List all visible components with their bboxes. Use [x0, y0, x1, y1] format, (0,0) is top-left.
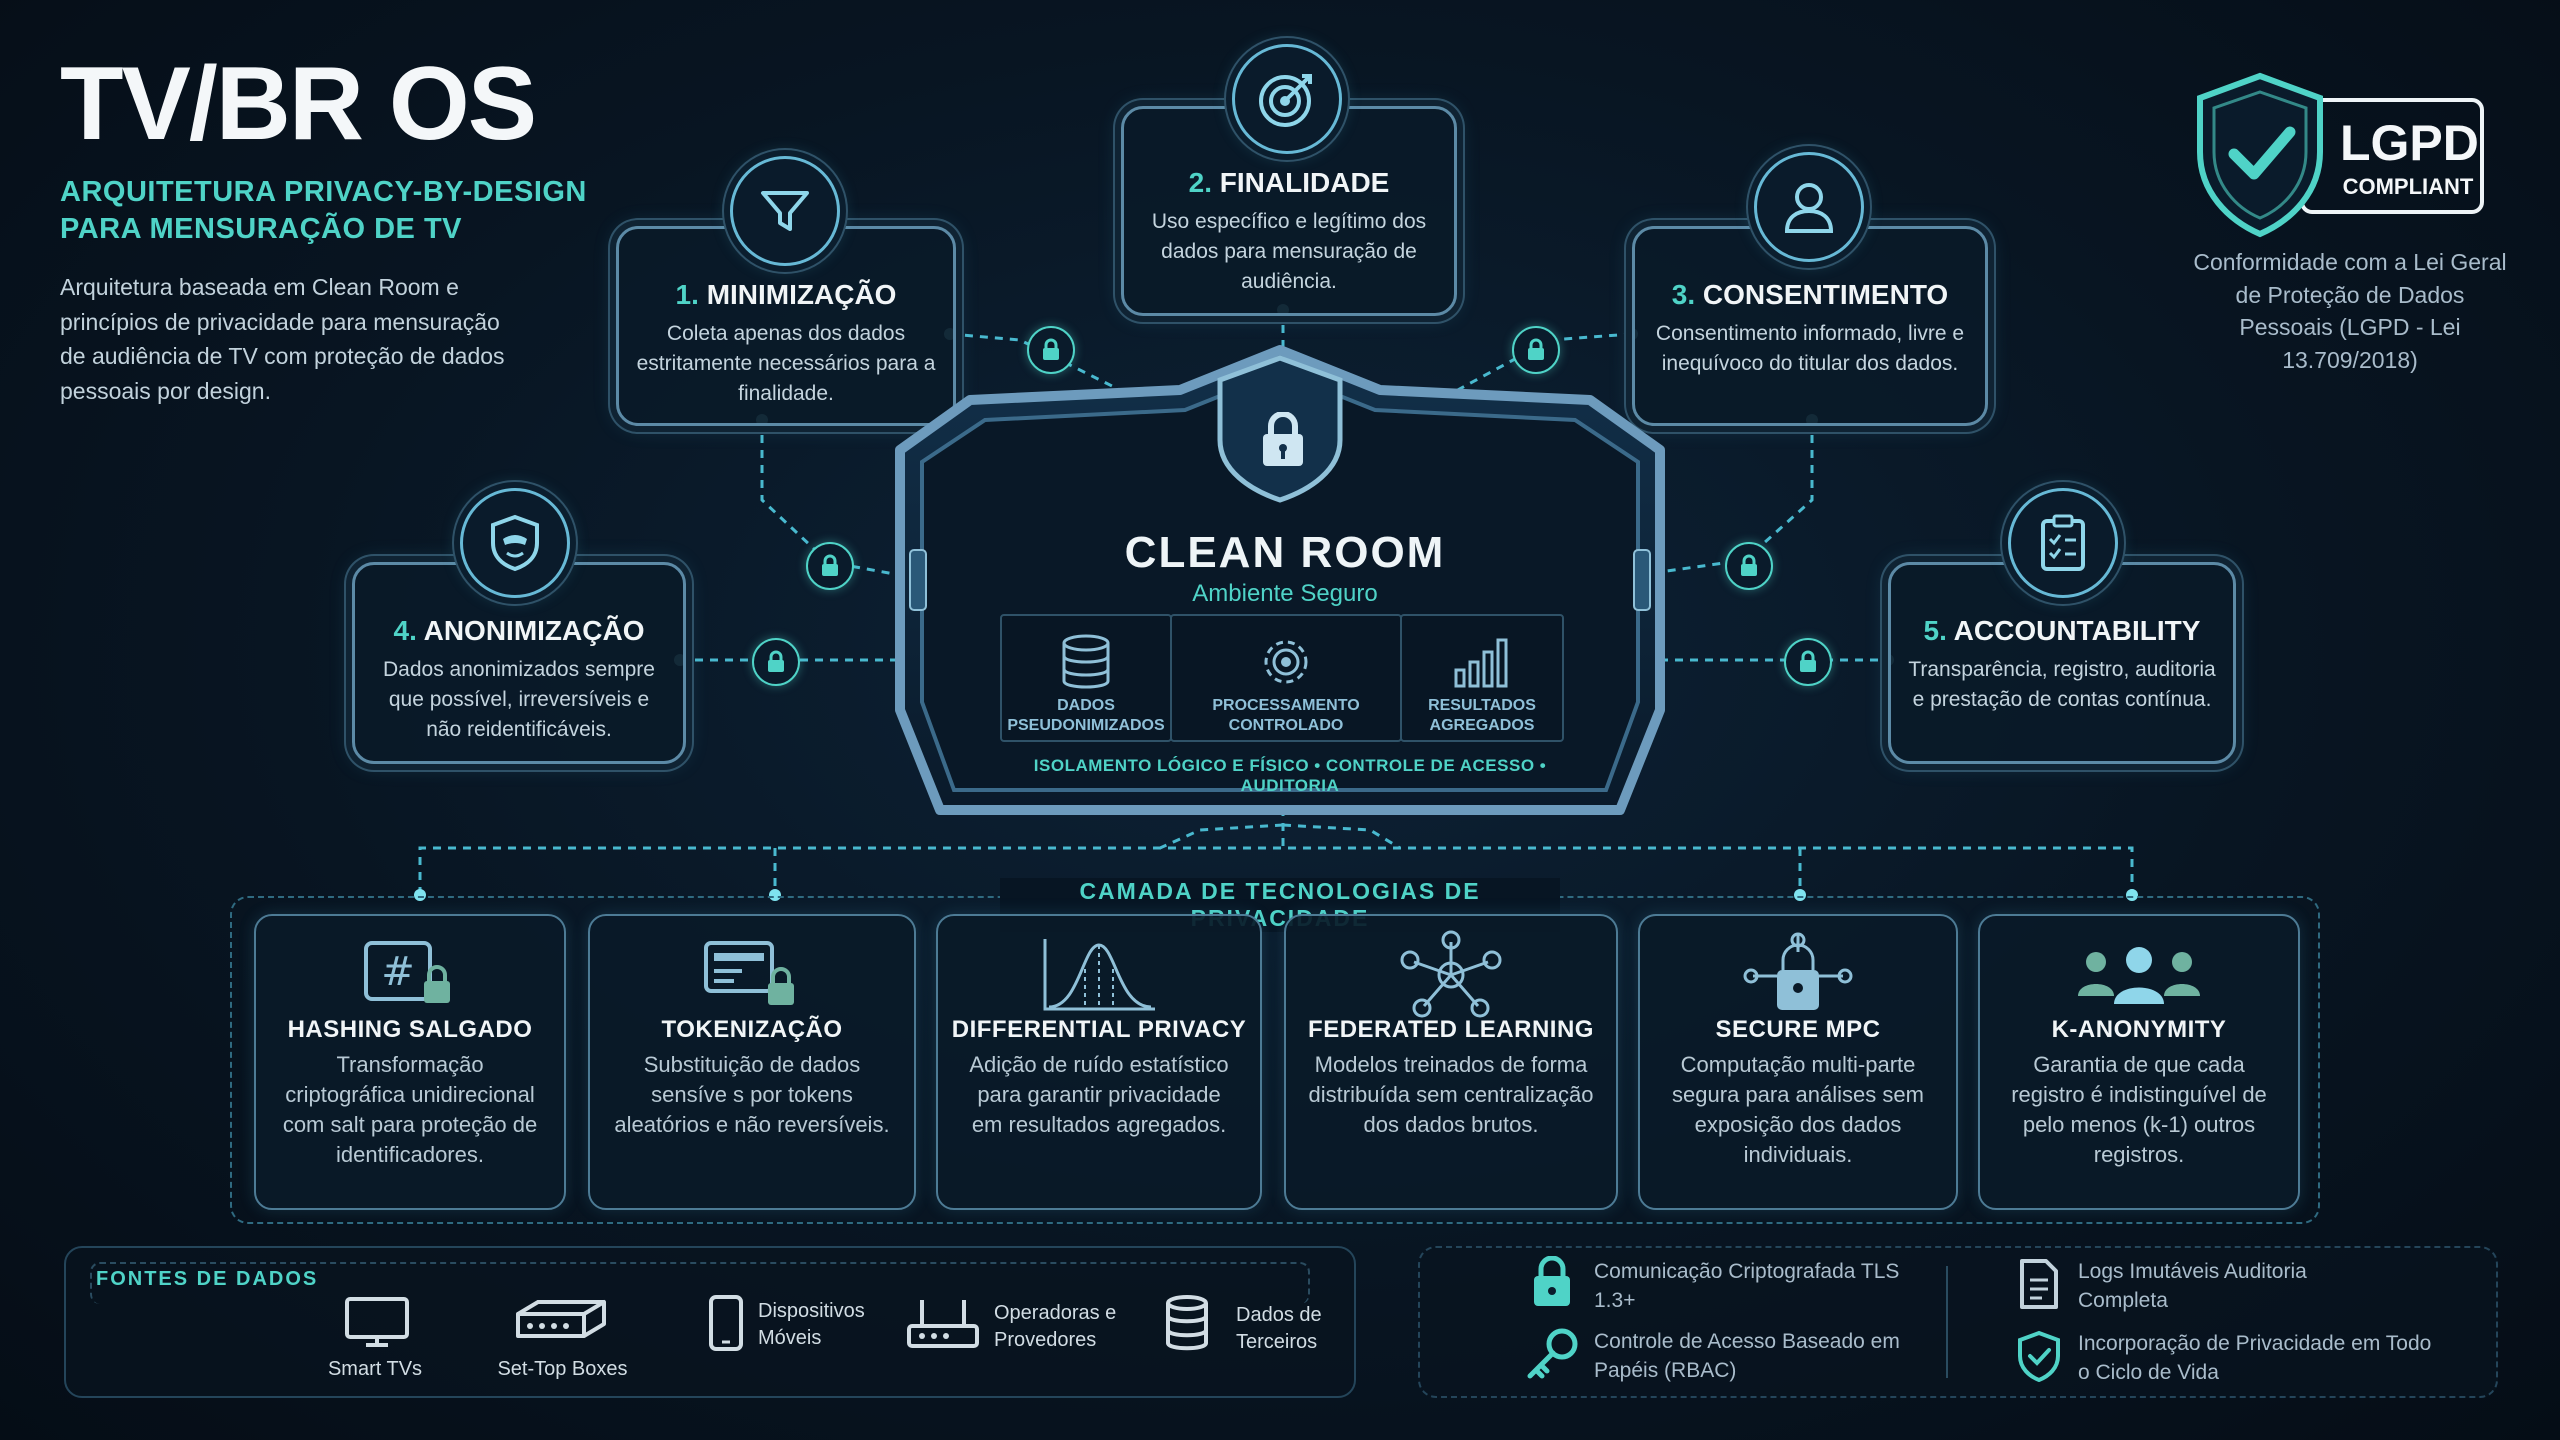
clean-room-cell-resultados: RESULTADOS AGREGADOS: [1400, 614, 1564, 742]
database-icon: [1166, 1295, 1208, 1351]
source-label: Dados de Terceiros: [1236, 1304, 1322, 1353]
tech-name: DIFFERENTIAL PRIVACY: [951, 1016, 1247, 1043]
lock-network-icon: [1743, 932, 1853, 1010]
tech-name: SECURE MPC: [1715, 1016, 1881, 1043]
principle-text: Consentimento informado, livre e inequív…: [1655, 322, 1965, 375]
router-icon: [907, 1300, 979, 1348]
principle-text: Dados anonimizados sempre que possível, …: [383, 658, 655, 741]
token-card-icon: [704, 941, 794, 1005]
masked-shield-icon: [460, 488, 570, 598]
set-top-box-icon: [516, 1300, 606, 1338]
lock-icon: [752, 638, 800, 686]
page-description: Arquitetura baseada em Clean Room e prin…: [60, 274, 505, 404]
tech-card-secure-mpc: SECURE MPC Computação multi-parte segura…: [1638, 914, 1958, 1210]
page-title: TV/BR OS: [60, 46, 537, 162]
gear-icon: [1264, 640, 1308, 684]
bell-curve-icon: [1043, 939, 1155, 1011]
clipboard-checklist-icon: [2008, 488, 2118, 598]
principle-card-minimizacao: 1. MINIMIZAÇÃO Coleta apenas dos dados e…: [616, 226, 956, 426]
principle-title: 3. CONSENTIMENTO: [1671, 279, 1949, 310]
network-nodes-icon: [1400, 930, 1502, 1018]
tech-desc: Modelos treinados de forma distribuída s…: [1308, 1052, 1594, 1137]
principle-title: 2. FINALIDADE: [1188, 167, 1390, 198]
data-sources-title: FONTES DE DADOS: [96, 1268, 319, 1290]
principle-text: Uso específico e legítimo dos dados para…: [1151, 210, 1427, 293]
database-icon: [1062, 634, 1110, 689]
clean-room-title: CLEAN ROOM: [1124, 528, 1446, 577]
security-item: Controle de Acesso Baseado em Papéis (RB…: [1594, 1330, 1900, 1382]
source-label: Set-Top Boxes: [497, 1358, 628, 1380]
clean-room-cell-processamento: PROCESSAMENTO CONTROLADO: [1170, 614, 1402, 742]
lock-icon: [1725, 542, 1773, 590]
source-label: Operadoras e Provedores: [994, 1302, 1117, 1351]
tech-card-k-anonymity: K-ANONYMITY Garantia de que cada registr…: [1978, 914, 2300, 1210]
security-divider: [1946, 1266, 1948, 1378]
tech-name: HASHING SALGADO: [287, 1016, 533, 1043]
tech-card-federated-learning: FEDERATED LEARNING Modelos treinados de …: [1284, 914, 1618, 1210]
principle-text: Coleta apenas dos dados estritamente nec…: [636, 322, 936, 405]
tech-card-hashing: # HASHING SALGADO Transformação criptogr…: [254, 914, 566, 1210]
tech-desc: Transformação criptográfica unidireciona…: [282, 1052, 538, 1167]
padlock-icon: [1534, 1256, 1570, 1306]
tech-desc: Adição de ruído estatístico para garanti…: [969, 1052, 1229, 1137]
tech-name: TOKENIZAÇÃO: [661, 1016, 843, 1043]
tech-name: K-ANONYMITY: [2051, 1016, 2227, 1043]
tech-card-tokenizacao: TOKENIZAÇÃO Substituição de dados sensív…: [588, 914, 916, 1210]
tech-desc: Garantia de que cada registro é indistin…: [2011, 1052, 2267, 1167]
tech-desc: Computação multi-parte segura para análi…: [1672, 1052, 1924, 1167]
page-subtitle: ARQUITETURA PRIVACY-BY-DESIGN PARA MENSU…: [60, 176, 587, 246]
principle-card-finalidade: 2. FINALIDADE Uso específico e legítimo …: [1121, 106, 1457, 316]
security-item: Logs Imutáveis Auditoria Completa: [2078, 1260, 2307, 1312]
security-item: Incorporação de Privacidade em Todo o Ci…: [2078, 1332, 2432, 1384]
lgpd-badge: LGPD COMPLIANT: [2190, 70, 2510, 240]
security-item: Comunicação Criptografada TLS 1.3+: [1594, 1260, 1900, 1312]
lgpd-note: Conformidade com a Lei Geral de Proteção…: [2193, 249, 2507, 373]
filter-icon: [730, 156, 840, 266]
tv-icon: [345, 1297, 409, 1347]
people-group-icon: [2078, 947, 2200, 1004]
smartphone-icon: [709, 1295, 743, 1351]
tech-name: FEDERATED LEARNING: [1308, 1016, 1594, 1043]
bar-chart-icon: [1454, 638, 1508, 688]
clean-room-cell-label: DADOS PSEUDONIMIZADOS: [1007, 697, 1165, 734]
clean-room-cell-label: RESULTADOS AGREGADOS: [1428, 697, 1536, 734]
clean-room-cell-pseudonimizados: DADOS PSEUDONIMIZADOS: [1000, 614, 1172, 742]
principle-title: 5. ACCOUNTABILITY: [1923, 615, 2201, 646]
lgpd-badge-title: LGPD: [2340, 115, 2479, 171]
security-panel: [1418, 1246, 2498, 1398]
user-icon: [1754, 152, 1864, 262]
data-sources-title-frame: [90, 1262, 1310, 1304]
tech-card-differential-privacy: DIFFERENTIAL PRIVACY Adição de ruído est…: [936, 914, 1262, 1210]
target-icon: [1232, 44, 1342, 154]
tech-desc: Substituição de dados sensíve s por toke…: [614, 1052, 890, 1137]
lock-icon: [1784, 638, 1832, 686]
clean-room-cell-label: PROCESSAMENTO CONTROLADO: [1212, 697, 1360, 734]
key-icon: [1527, 1328, 1578, 1379]
shield-check-icon: [2018, 1330, 2060, 1382]
source-label: Dispositivos Móveis: [758, 1300, 865, 1349]
principle-title: 1. MINIMIZAÇÃO: [675, 279, 897, 310]
lock-icon: [806, 542, 854, 590]
svg-text:#: #: [381, 949, 415, 995]
lock-icon: [1512, 326, 1560, 374]
principle-text: Transparência, registro, auditoria e pre…: [1908, 658, 2216, 711]
hash-lock-icon: #: [364, 941, 450, 1003]
source-label: Smart TVs: [327, 1358, 423, 1380]
shield-check-icon: [2197, 72, 2323, 238]
lgpd-badge-sub: COMPLIANT: [2342, 174, 2474, 199]
clean-room-subtitle: Ambiente Seguro: [1192, 580, 1378, 607]
clean-room-footer: ISOLAMENTO LÓGICO E FÍSICO • CONTROLE DE…: [1033, 756, 1547, 795]
principle-title: 4. ANONIMIZAÇÃO: [393, 615, 645, 646]
padlock-icon: [1263, 412, 1303, 466]
lock-icon: [1027, 326, 1075, 374]
document-log-icon: [2020, 1259, 2058, 1309]
